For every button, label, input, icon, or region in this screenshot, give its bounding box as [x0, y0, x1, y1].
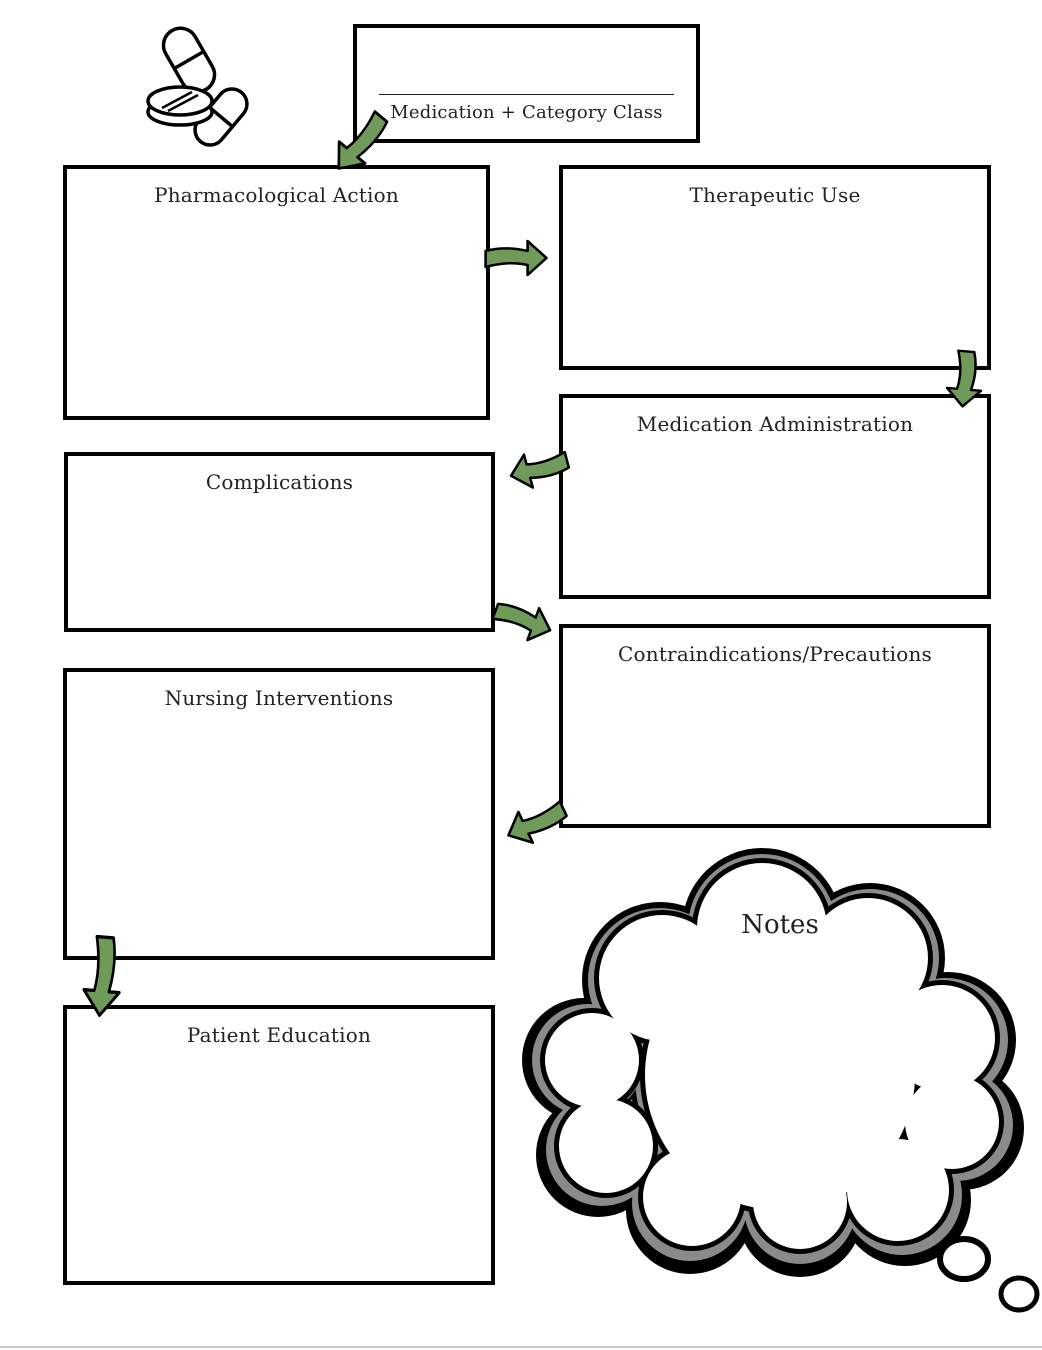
arrow-icon [499, 792, 573, 853]
complications-title: Complications [205, 470, 354, 494]
arrow-icon [484, 239, 548, 277]
medication-administration-box[interactable]: Medication Administration [559, 394, 991, 599]
medication-header-box[interactable]: Medication + Category Class [353, 24, 700, 143]
thought-cloud-icon [522, 848, 1040, 1313]
page-bottom-edge [0, 1346, 1042, 1348]
contraindications-box[interactable]: Contraindications/Precautions [559, 624, 991, 828]
medication-administration-title: Medication Administration [636, 412, 914, 436]
pharmacological-action-title: Pharmacological Action [154, 183, 399, 207]
contraindications-title: Contraindications/Precautions [618, 642, 932, 666]
medication-category-label: Medication + Category Class [390, 102, 663, 123]
arrow-icon [944, 348, 986, 410]
pharmacological-action-box[interactable]: Pharmacological Action [63, 165, 490, 420]
complications-box[interactable]: Complications [64, 452, 495, 632]
arrow-icon [324, 105, 397, 181]
medication-name-line [379, 94, 674, 95]
nursing-interventions-box[interactable]: Nursing Interventions [63, 668, 495, 960]
therapeutic-use-title: Therapeutic Use [689, 183, 861, 207]
patient-education-box[interactable]: Patient Education [63, 1005, 495, 1285]
patient-education-title: Patient Education [186, 1023, 372, 1047]
nursing-interventions-title: Nursing Interventions [164, 686, 394, 710]
arrow-icon [505, 443, 573, 494]
notes-title: Notes [741, 910, 819, 940]
therapeutic-use-box[interactable]: Therapeutic Use [559, 165, 991, 370]
arrow-icon [488, 593, 558, 648]
pills-icon [146, 26, 249, 147]
arrow-icon [80, 934, 126, 1019]
